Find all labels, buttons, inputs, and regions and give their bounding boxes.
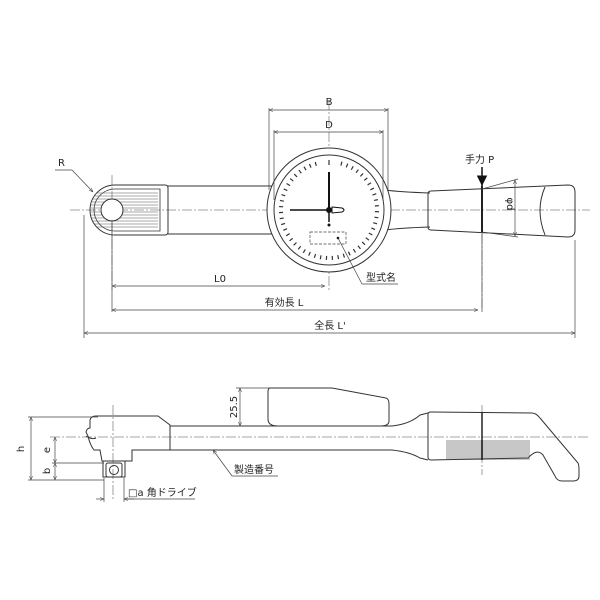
dim-label-D: D (325, 120, 333, 131)
model-name-label: 型式名 (366, 271, 396, 284)
dim-label-dial-height: 25.5 (229, 396, 240, 418)
grip (427, 178, 576, 238)
serial-number-label: 製造番号 (234, 463, 274, 476)
hand-force-label: 手力 P (465, 153, 494, 166)
square-drive-label: □a 角ドライブ (128, 486, 197, 499)
dial-housing (267, 387, 390, 427)
shaft (168, 185, 275, 235)
dim-label-b: b (42, 468, 53, 474)
dim-label-h: h (16, 446, 27, 452)
grip-side (427, 411, 580, 482)
dim-label-B: B (326, 97, 333, 108)
dial-gauge (266, 147, 392, 273)
grip-diameter-label: φd (504, 198, 515, 211)
dim-label-e: e (42, 447, 53, 453)
dim-label-effective-length: 有効長 L (265, 296, 304, 309)
dim-label-R: R (58, 158, 65, 169)
dim-label-L0: L0 (214, 274, 226, 285)
side-view: 25.5 製造番号 h e b □a 角ドライブ (16, 387, 590, 502)
ratchet-head (89, 184, 169, 236)
model-name-plate (309, 231, 347, 245)
top-view: B D R 手力 P φd 型式名 L0 有効長 L 全長 L' (55, 97, 590, 338)
grip-knurl (446, 440, 530, 460)
dim-label-total-length: 全長 L' (314, 319, 346, 332)
